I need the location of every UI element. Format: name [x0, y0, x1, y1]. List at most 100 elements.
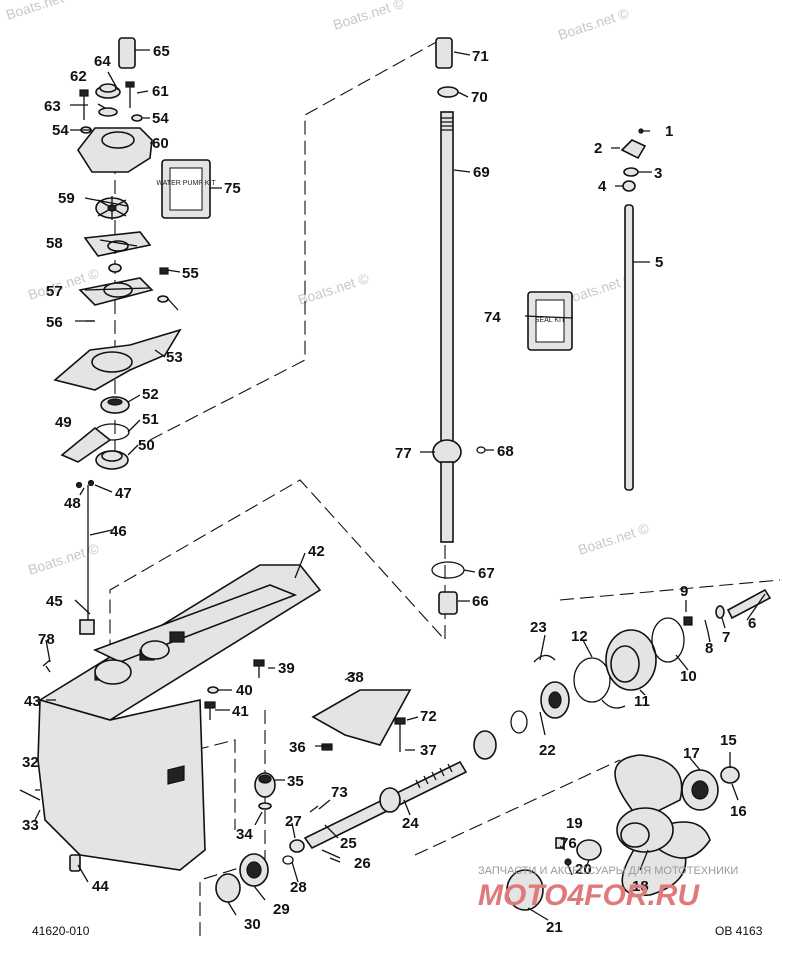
part-22-gear [473, 730, 497, 760]
callout-52: 52 [142, 386, 159, 403]
part-66-bushing [438, 591, 458, 615]
part-59-impeller [95, 196, 129, 220]
callout-35: 35 [287, 773, 304, 790]
watermark: Boats.net © [4, 0, 79, 23]
callout-24: 24 [402, 815, 419, 832]
callout-40: 40 [236, 682, 253, 699]
callout-41: 41 [232, 703, 249, 720]
callout-25: 25 [340, 835, 357, 852]
callout-10: 10 [680, 668, 697, 685]
part-64-grommet-inner [99, 83, 117, 93]
part-73-clip [309, 805, 319, 813]
part-42-plate-rim [92, 584, 298, 663]
callout-17: 17 [683, 745, 700, 762]
part-50-seal-inner [101, 450, 123, 462]
callout-11: 11 [634, 693, 650, 710]
part-48-clip [75, 481, 83, 489]
part-67-shim [431, 561, 465, 579]
part-71-sleeve [435, 37, 453, 69]
callout-46: 46 [110, 523, 127, 540]
part-7-washer [715, 605, 725, 619]
callout-42: 42 [308, 543, 325, 560]
callout-20: 20 [575, 861, 592, 878]
part-63-screw-head [79, 89, 89, 97]
part-9-nut [683, 616, 693, 626]
callout-54: 54 [152, 110, 169, 127]
part-18-propeller [614, 754, 711, 897]
gearcase-bore [140, 640, 170, 660]
callout-61: 61 [152, 83, 169, 100]
part-19-thrust-hub [576, 839, 602, 861]
part-5-shift-rod [624, 204, 634, 491]
callout-44: 44 [92, 878, 109, 895]
callout-32: 32 [22, 754, 39, 771]
callout-77: 77 [395, 445, 412, 462]
water-pump-assembly: WATER PUMP KIT [53, 37, 216, 470]
part-8-pin [704, 619, 709, 633]
watermark: Boats.net © [576, 520, 651, 558]
part-15-nut [720, 766, 740, 784]
callout-48: 48 [64, 495, 81, 512]
part-26-pin [321, 849, 341, 859]
part-74-seal-kit: SEAL KIT [527, 291, 573, 351]
part-34-nut [258, 802, 272, 810]
part-62-seal [98, 107, 118, 117]
callout-65: 65 [153, 43, 170, 60]
callout-72: 72 [420, 708, 437, 725]
callout-36: 36 [289, 739, 306, 756]
callout-labels: 1 2 3 4 5 6 7 8 9 10 11 12 15 16 17 18 1… [22, 43, 756, 936]
diagram-reference: OB 4163 [715, 924, 763, 938]
part-2-coupler [620, 139, 647, 160]
callout-69: 69 [473, 164, 490, 181]
callout-57: 57 [46, 283, 63, 300]
callout-26: 26 [354, 855, 371, 872]
shop-watermark: ЗАПЧАСТИ И АКСЕССУАРЫ ДЛЯ МОТОТЕХНИКИ MO… [478, 865, 738, 912]
callout-33: 33 [22, 817, 39, 834]
callout-78: 78 [38, 631, 55, 648]
part-36-screw [321, 743, 333, 751]
callout-39: 39 [278, 660, 295, 677]
callout-68: 68 [497, 443, 514, 460]
callout-19: 19 [566, 815, 583, 832]
part-76-bushing [555, 837, 565, 849]
part-24-shaft-collar [379, 787, 401, 813]
part-12-o-ring [573, 657, 611, 703]
callout-63: 63 [44, 98, 61, 115]
callout-66: 66 [472, 593, 489, 610]
callout-9: 9 [680, 583, 688, 600]
callout-30: 30 [244, 916, 261, 933]
callout-51: 51 [142, 411, 159, 428]
part-55-screw [159, 267, 169, 275]
part-3-nut [623, 167, 639, 177]
part-77-bearing [432, 439, 462, 465]
part-11-retainer [601, 699, 626, 709]
part-65-tube [118, 37, 136, 69]
part-29-gear-hub [246, 861, 262, 879]
gearcase-bore [94, 659, 132, 685]
part-23-retainer [533, 654, 556, 663]
part-22-thrust-washer [510, 710, 528, 734]
part-32-screw [19, 789, 41, 801]
driveshaft-assembly: SEAL KIT [431, 37, 573, 615]
part-40-washer [207, 686, 219, 694]
part-49-gasket [60, 426, 112, 463]
part-69-driveshaft-lower [440, 461, 454, 543]
callout-23: 23 [530, 619, 547, 636]
callout-27: 27 [285, 813, 302, 830]
callout-59: 59 [58, 190, 75, 207]
callout-47: 47 [115, 485, 132, 502]
callout-70: 70 [471, 89, 488, 106]
part-68-o-ring [476, 446, 486, 454]
shop-brand: MOTO4FOR.RU [478, 879, 700, 912]
callout-67: 67 [478, 565, 495, 582]
watermark: Boats.net © [296, 270, 371, 308]
part-27-clip [289, 839, 305, 853]
driveshaft-splines [441, 117, 453, 131]
watermark: Boats.net © [331, 0, 406, 33]
callout-34: 34 [236, 826, 253, 843]
part-41-screw [204, 701, 216, 709]
shift-rod-assembly [620, 128, 647, 491]
part-35-pinion-top [258, 774, 272, 784]
callout-45: 45 [46, 593, 63, 610]
